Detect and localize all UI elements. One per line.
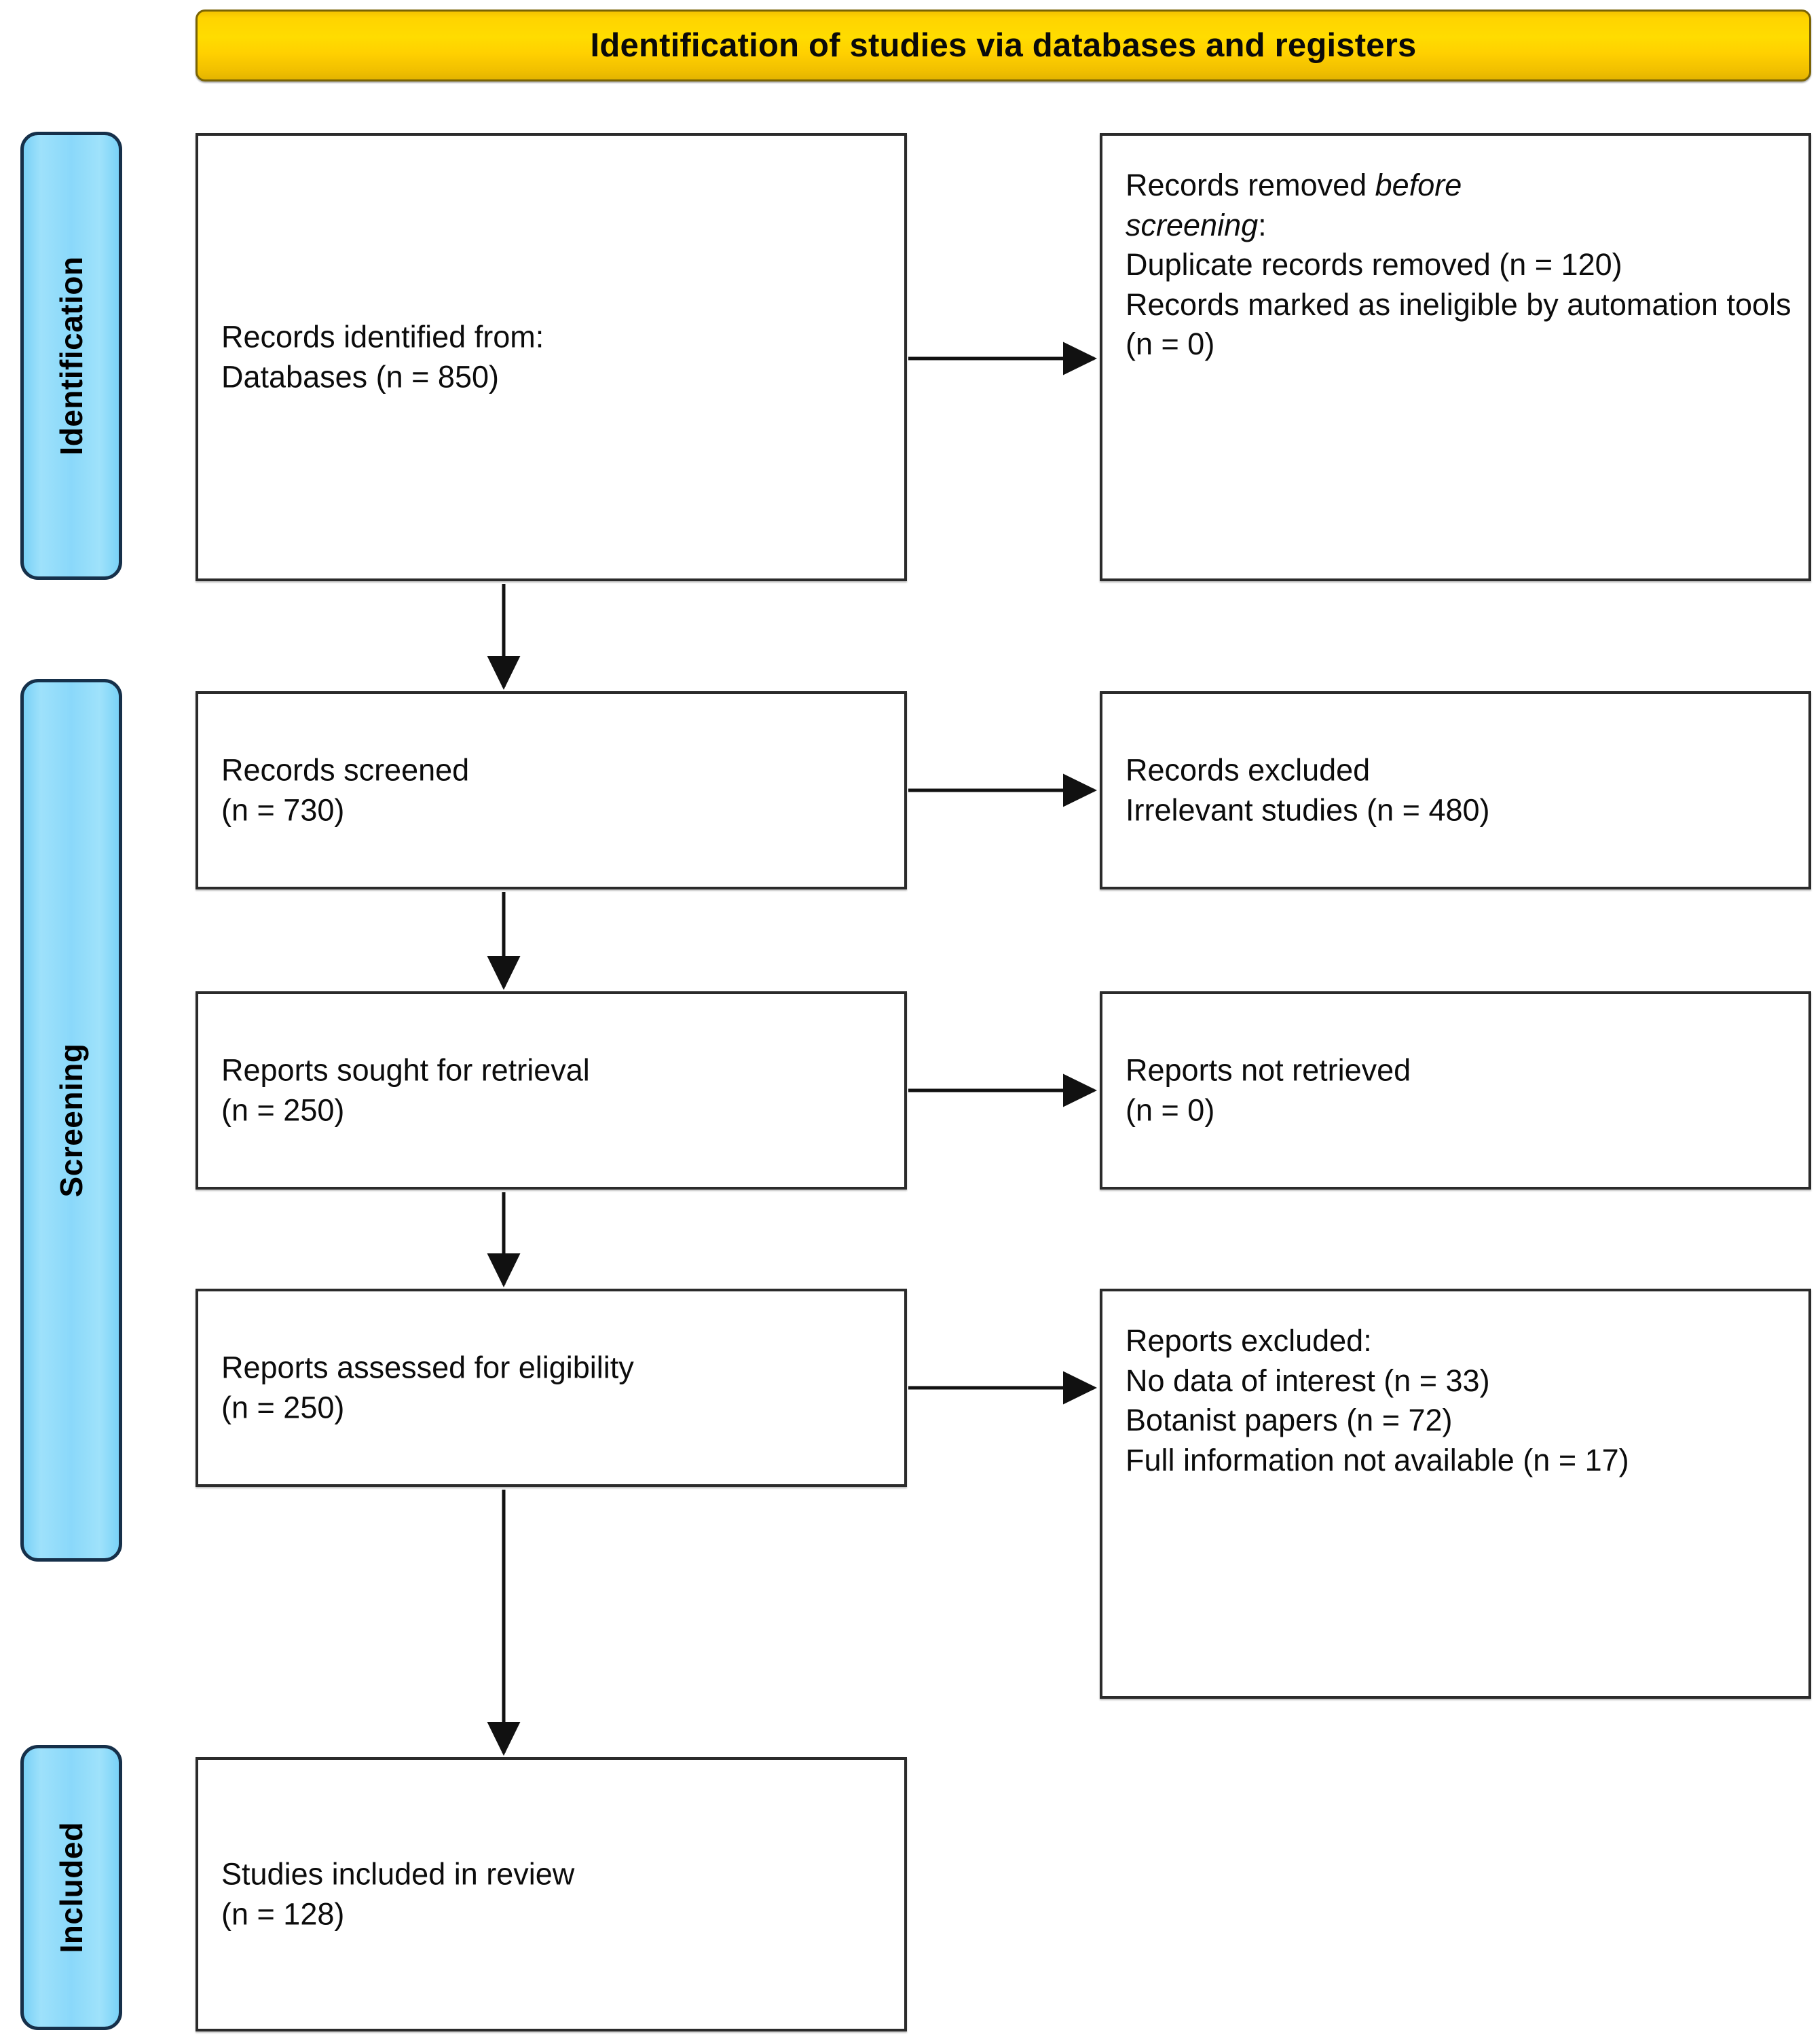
node-records-screened-line2: (n = 730) [221,792,345,827]
node-reports-sought-text: Reports sought for retrieval (n = 250) [221,1051,891,1130]
node-reports-excluded-line1: Reports excluded: [1126,1323,1372,1358]
node-records-excluded: Records excluded Irrelevant studies (n =… [1100,691,1811,889]
node-reports-assessed: Reports assessed for eligibility (n = 25… [196,1289,907,1487]
stage-rail-identification-label: Identification [54,256,89,456]
node-records-identified-line1: Records identified from: [221,319,544,354]
node-studies-included-text: Studies included in review (n = 128) [221,1855,891,1934]
node-records-excluded-line1: Records excluded [1126,752,1371,788]
diagram-header-banner: Identification of studies via databases … [196,10,1811,81]
stage-rail-screening-label: Screening [54,1043,89,1198]
node-reports-not-retrieved: Reports not retrieved (n = 0) [1100,991,1811,1190]
node-records-removed: Records removed before screening: Duplic… [1100,133,1811,581]
node-records-excluded-text: Records excluded Irrelevant studies (n =… [1126,751,1795,830]
diagram-title: Identification of studies via databases … [590,27,1417,64]
stage-rail-screening: Screening [20,679,122,1562]
node-records-screened: Records screened (n = 730) [196,691,907,889]
node-studies-included-line1: Studies included in review [221,1856,575,1892]
node-studies-included: Studies included in review (n = 128) [196,1757,907,2031]
node-records-removed-text: Records removed before screening: Duplic… [1126,166,1795,365]
node-reports-excluded-text: Reports excluded: No data of interest (n… [1126,1321,1795,1480]
stage-rail-identification: Identification [20,132,122,580]
stage-rail-included-label: Included [54,1822,89,1953]
node-records-identified: Records identified from: Databases (n = … [196,133,907,581]
node-reports-not-retrieved-line1: Reports not retrieved [1126,1052,1411,1088]
node-reports-excluded-line3: Botanist papers (n = 72) [1126,1403,1453,1437]
node-reports-excluded-line4: Full information not available (n = 17) [1126,1442,1629,1477]
node-reports-excluded: Reports excluded: No data of interest (n… [1100,1289,1811,1699]
node-reports-sought: Reports sought for retrieval (n = 250) [196,991,907,1190]
node-records-removed-line4: Records marked as ineligible by automati… [1126,287,1791,362]
node-reports-excluded-line2: No data of interest (n = 33) [1126,1363,1490,1398]
node-records-screened-line1: Records screened [221,752,470,788]
node-studies-included-line2: (n = 128) [221,1896,345,1931]
node-records-removed-line2-italic: screening [1126,207,1259,242]
node-records-removed-line2: screening: [1126,206,1795,246]
node-reports-assessed-text: Reports assessed for eligibility (n = 25… [221,1348,891,1428]
node-records-identified-line2: Databases (n = 850) [221,359,499,394]
node-records-removed-line1: Records removed before [1126,166,1795,206]
node-records-excluded-line2: Irrelevant studies (n = 480) [1126,792,1490,827]
node-reports-not-retrieved-line2: (n = 0) [1126,1092,1215,1127]
node-records-removed-line3: Duplicate records removed (n = 120) [1126,247,1622,282]
node-records-removed-line1-italic: before [1375,168,1462,202]
node-reports-assessed-line2: (n = 250) [221,1390,345,1424]
node-reports-sought-line1: Reports sought for retrieval [221,1052,590,1088]
node-reports-sought-line2: (n = 250) [221,1092,345,1127]
node-records-screened-text: Records screened (n = 730) [221,751,891,830]
node-records-removed-line2-suffix: : [1258,207,1267,242]
node-records-identified-text: Records identified from: Databases (n = … [221,318,891,397]
stage-rail-included: Included [20,1745,122,2030]
node-records-removed-line1-prefix: Records removed [1126,168,1375,202]
node-reports-not-retrieved-text: Reports not retrieved (n = 0) [1126,1051,1795,1130]
node-reports-assessed-line1: Reports assessed for eligibility [221,1350,634,1385]
